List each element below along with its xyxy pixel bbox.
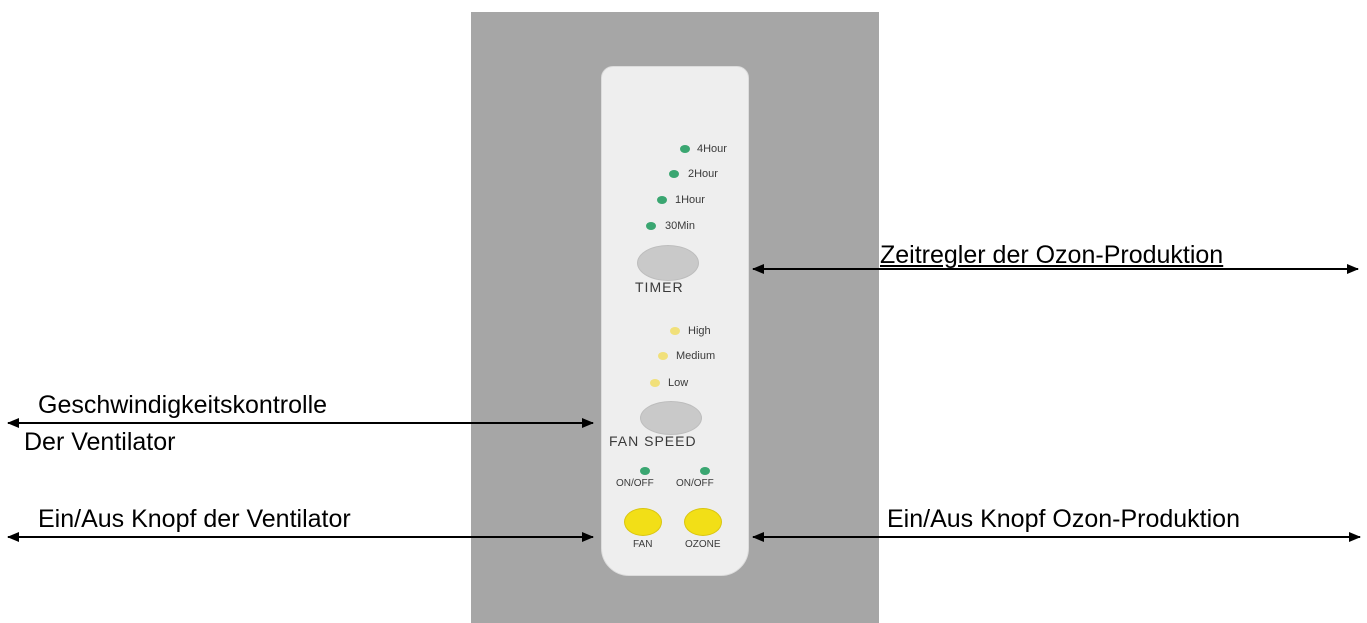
led-fan-onoff xyxy=(640,467,650,475)
annotation-ozone-onoff: Ein/Aus Knopf Ozon-Produktion xyxy=(887,505,1240,533)
timer-button[interactable] xyxy=(637,245,699,281)
led-label-4hour: 4Hour xyxy=(697,143,727,155)
led-label-high: High xyxy=(688,325,711,337)
onoff-label-fan: ON/OFF xyxy=(616,478,654,489)
annotation-speed-line2: Der Ventilator xyxy=(24,428,176,456)
ozone-onoff-button[interactable] xyxy=(684,508,722,536)
led-low xyxy=(650,379,660,387)
led-1hour xyxy=(657,196,667,204)
onoff-label-ozone: ON/OFF xyxy=(676,478,714,489)
led-medium xyxy=(658,352,668,360)
fan-button-label: FAN xyxy=(633,539,653,550)
led-high xyxy=(670,327,680,335)
led-label-1hour: 1Hour xyxy=(675,194,705,206)
led-ozone-onoff xyxy=(700,467,710,475)
annotation-fan-onoff: Ein/Aus Knopf der Ventilator xyxy=(38,505,351,533)
fan-onoff-button[interactable] xyxy=(624,508,662,536)
fan-speed-label: FAN SPEED xyxy=(609,433,697,449)
led-4hour xyxy=(680,145,690,153)
led-label-2hour: 2Hour xyxy=(688,168,718,180)
led-30min xyxy=(646,222,656,230)
timer-label: TIMER xyxy=(635,279,684,295)
led-2hour xyxy=(669,170,679,178)
led-label-medium: Medium xyxy=(676,350,716,362)
fan-speed-button[interactable] xyxy=(640,401,702,435)
led-label-30min: 30Min xyxy=(665,220,695,232)
annotation-speed-line1: Geschwindigkeitskontrolle xyxy=(38,391,328,419)
annotation-timer-control: Zeitregler der Ozon-Produktion xyxy=(880,241,1224,269)
ozone-button-label: OZONE xyxy=(685,539,721,550)
control-panel: 4Hour 2Hour 1Hour 30Min TIMER High Mediu… xyxy=(601,66,749,576)
led-label-low: Low xyxy=(668,377,689,389)
